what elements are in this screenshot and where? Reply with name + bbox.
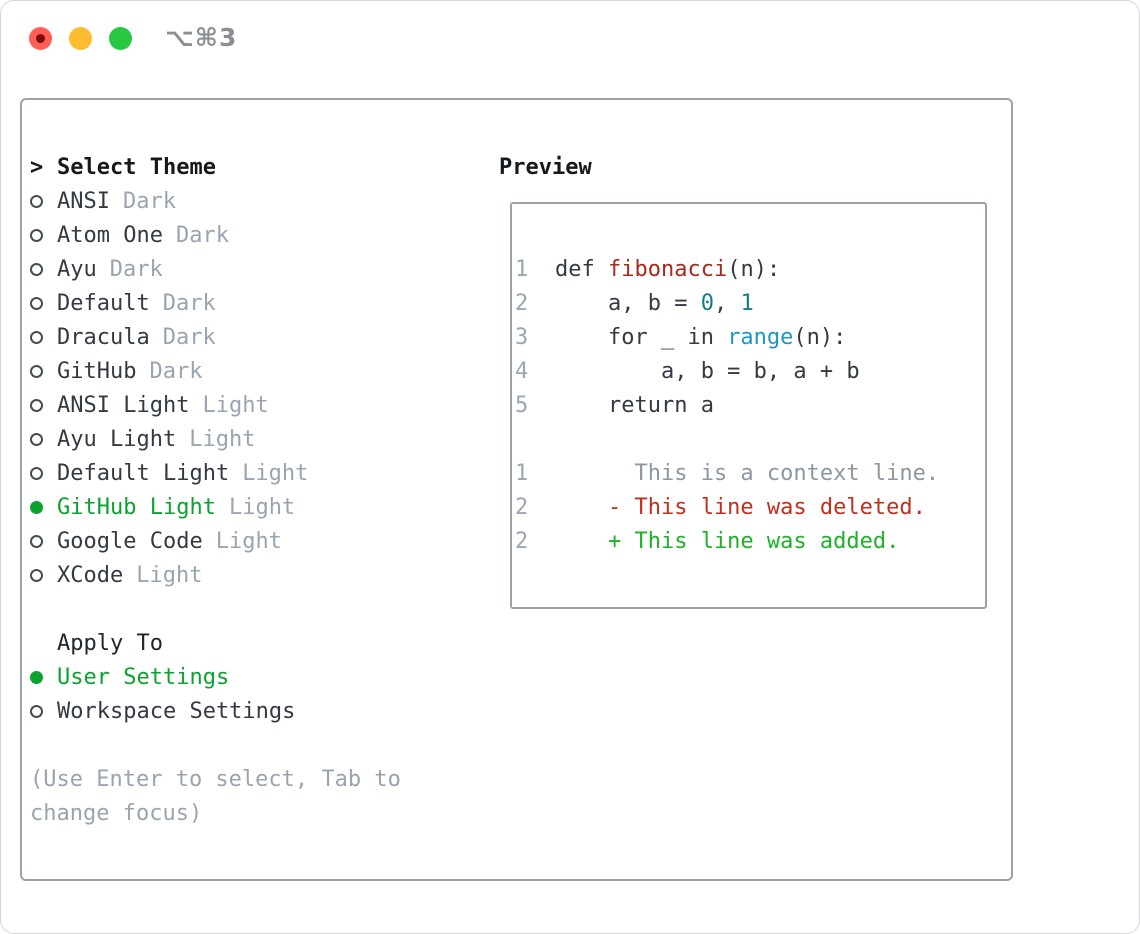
theme-option-ansi-dark[interactable]: ANSI Dark (30, 184, 401, 218)
diff-added-line: 2 + This line was added. (515, 528, 900, 554)
theme-option-dracula-dark[interactable]: Dracula Dark (30, 320, 401, 354)
close-dot-icon (36, 34, 45, 43)
theme-option-github-light[interactable]: GitHub Light Light (30, 490, 401, 524)
theme-option-default-dark[interactable]: Default Dark (30, 286, 401, 320)
prompt-icon: > (30, 154, 44, 180)
radio-icon (30, 534, 57, 548)
apply-to-heading-row: Apply To (30, 626, 401, 660)
radio-icon (30, 296, 57, 310)
diff-deleted-line: 2 - This line was deleted. (515, 494, 926, 520)
radio-selected-icon (30, 500, 57, 514)
radio-icon (30, 568, 57, 582)
theme-option-default-light[interactable]: Default Light Light (30, 456, 401, 490)
titlebar: ⌥⌘3 (1, 1, 1139, 75)
radio-icon (30, 330, 57, 344)
spacer-row (30, 592, 401, 626)
theme-option-ansi-light[interactable]: ANSI Light Light (30, 388, 401, 422)
radio-icon (30, 262, 57, 276)
line-number: 1 (515, 460, 529, 486)
line-number: 2 (515, 494, 529, 520)
apply-option-workspace-settings[interactable]: Workspace Settings (30, 694, 401, 728)
theme-option-ayu-light[interactable]: Ayu Light Light (30, 422, 401, 456)
preview-code: 1 def fibonacci(n): 2 a, b = 0, 1 3 for … (515, 252, 939, 558)
radio-icon (30, 704, 57, 718)
code-line: 3 for _ in range(n): (515, 324, 847, 350)
minimize-button[interactable] (69, 27, 92, 50)
preview-heading: Preview (499, 154, 592, 180)
blank-line (515, 422, 939, 456)
theme-list: > Select Theme ANSI Dark Atom One Dark A… (30, 150, 401, 830)
radio-icon (30, 398, 57, 412)
radio-icon (30, 466, 57, 480)
select-theme-heading: Select Theme (57, 154, 216, 180)
line-number: 5 (515, 392, 529, 418)
diff-context-line: 1 This is a context line. (515, 460, 940, 486)
radio-selected-icon (30, 670, 57, 684)
zoom-button[interactable] (109, 27, 132, 50)
line-number: 3 (515, 324, 529, 350)
help-text-line-1: (Use Enter to select, Tab to (30, 766, 401, 792)
close-button[interactable] (29, 27, 52, 50)
theme-option-github-dark[interactable]: GitHub Dark (30, 354, 401, 388)
code-line: 5 return a (515, 392, 714, 418)
apply-option-user-settings[interactable]: User Settings (30, 660, 401, 694)
radio-icon (30, 364, 57, 378)
line-number: 1 (515, 256, 529, 282)
spacer-row (30, 728, 401, 762)
radio-icon (30, 194, 57, 208)
line-number: 2 (515, 528, 529, 554)
preview-box (510, 202, 987, 609)
radio-icon (30, 432, 57, 446)
theme-option-xcode[interactable]: XCode Light (30, 558, 401, 592)
code-line: 4 a, b = b, a + b (515, 358, 860, 384)
select-theme-heading-row: > Select Theme (30, 150, 401, 184)
code-line: 1 def fibonacci(n): (515, 256, 781, 282)
help-text-line-2: change focus) (30, 800, 203, 826)
window-title: ⌥⌘3 (165, 23, 238, 52)
code-line: 2 a, b = 0, 1 (515, 290, 754, 316)
line-number: 4 (515, 358, 529, 384)
theme-option-ayu-dark[interactable]: Ayu Dark (30, 252, 401, 286)
theme-option-atom-one-dark[interactable]: Atom One Dark (30, 218, 401, 252)
theme-option-google-code[interactable]: Google Code Light (30, 524, 401, 558)
line-number: 2 (515, 290, 529, 316)
radio-icon (30, 228, 57, 242)
apply-to-heading: Apply To (57, 630, 163, 656)
